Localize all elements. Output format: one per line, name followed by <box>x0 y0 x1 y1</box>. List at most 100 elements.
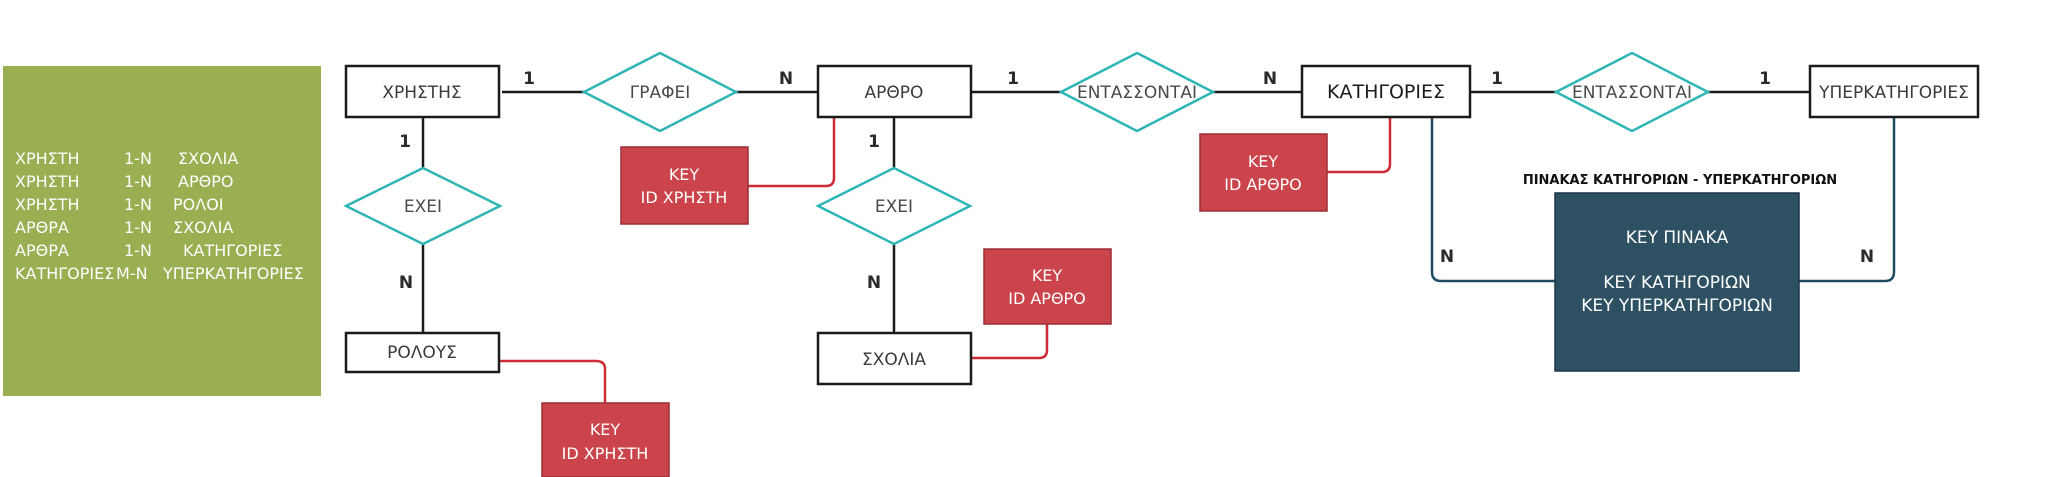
relationships: ΓΡΑΦΕΙ ΕΝΤΑΣΣΟΝΤΑΙ ΕΝΤΑΣΣΟΝΤΑΙ ΕΧΕΙ ΕΧΕΙ <box>343 51 1711 246</box>
legend-row-6-card: M-N <box>116 264 148 283</box>
legend-row-1-left: ΧΡΗΣΤΗ <box>15 149 80 168</box>
entity-supercategories-box <box>1808 64 1980 119</box>
legend-row-1-card: 1-N <box>124 149 152 168</box>
entity-roles[interactable]: ΡΟΛΟΥΣ <box>344 331 501 374</box>
relationship-has-article-label: ΕΧΕΙ <box>875 197 913 217</box>
entity-users[interactable]: ΧΡΗΣΤΗΣ <box>344 64 501 119</box>
cardinality-super-table: N <box>1860 247 1874 267</box>
cardinality-belongs-super: 1 <box>1759 69 1771 89</box>
cardinality-has-roles: N <box>399 273 413 293</box>
key-connector-comments <box>971 324 1049 360</box>
key-connector-roles <box>500 359 607 403</box>
key-box-categories-line1: KEY <box>1248 152 1279 171</box>
legend-row-4-left: ΑΡΘΡΑ <box>15 218 69 237</box>
junction-table[interactable]: ΠΙΝΑΚΑΣ ΚΑΤΗΓΟΡΙΩΝ - ΥΠΕΡΚΑΤΗΓΟΡΙΩΝ KEY … <box>1523 173 1837 372</box>
entity-comments[interactable]: ΣΧΟΛΙΑ <box>816 331 973 386</box>
key-box-roles-line2: ID ΧΡΗΣΤΗ <box>562 444 649 463</box>
legend-row-5-card: 1-N <box>124 241 152 260</box>
entities: ΧΡΗΣΤΗΣ ΑΡΘΡΟ ΚΑΤΗΓΟΡΙΕΣ ΥΠΕΡΚΑΤΗΓΟΡΙΕΣ … <box>344 64 1980 386</box>
entity-roles-box <box>344 331 501 374</box>
entity-article-label: ΑΡΘΡΟ <box>865 83 924 103</box>
relationship-writes-diamond <box>581 51 739 133</box>
legend-row-4-card: 1-N <box>124 218 152 237</box>
junction-table-line1: KEY ΠΙΝΑΚΑ <box>1626 228 1729 248</box>
key-box-categories-rect <box>1199 133 1328 212</box>
key-box-article-rect <box>620 146 749 225</box>
key-box-roles: KEY ID ΧΡΗΣΤΗ <box>541 402 670 477</box>
junction-table-title: ΠΙΝΑΚΑΣ ΚΑΤΗΓΟΡΙΩΝ - ΥΠΕΡΚΑΤΗΓΟΡΙΩΝ <box>1523 173 1837 188</box>
legend-row-3-left: ΧΡΗΣΤΗ <box>15 195 80 214</box>
legend-row-6-right: ΥΠΕΡΚΑΤΗΓΟΡΙΕΣ <box>162 264 304 283</box>
entity-article[interactable]: ΑΡΘΡΟ <box>816 64 973 119</box>
relationship-has-article[interactable]: ΕΧΕΙ <box>815 166 973 246</box>
relationship-belongs-super-diamond <box>1553 51 1711 133</box>
entity-supercategories-label: ΥΠΕΡΚΑΤΗΓΟΡΙΕΣ <box>1818 83 1969 103</box>
relationship-has-users-label: ΕΧΕΙ <box>404 197 442 217</box>
relationship-writes-label: ΓΡΑΦΕΙ <box>630 83 691 103</box>
relationship-has-users[interactable]: ΕΧΕΙ <box>343 166 503 246</box>
key-box-article: KEY ID ΧΡΗΣΤΗ <box>620 146 749 225</box>
connectors <box>421 90 1810 333</box>
cardinality-users-writes: 1 <box>523 69 535 89</box>
cardinalities: 1 N 1 N 1 1 1 N 1 N N N <box>399 69 1874 293</box>
key-box-comments-line1: KEY <box>1032 266 1063 285</box>
entity-roles-label: ΡΟΛΟΥΣ <box>387 343 457 363</box>
relationship-has-users-diamond <box>343 166 503 246</box>
cardinality-categories-table: N <box>1440 247 1454 267</box>
entity-supercategories[interactable]: ΥΠΕΡΚΑΤΗΓΟΡΙΕΣ <box>1808 64 1980 119</box>
key-box-comments-line2: ID ΑΡΘΡΟ <box>1008 289 1086 308</box>
legend-row-2-card: 1-N <box>124 172 152 191</box>
legend-row-4-right: ΣΧΟΛΙΑ <box>173 218 233 237</box>
table-connector-categories <box>1430 117 1555 283</box>
entity-users-label: ΧΡΗΣΤΗΣ <box>382 83 461 103</box>
entity-comments-box <box>816 331 973 386</box>
junction-table-line3: KEY ΥΠΕΡΚΑΤΗΓΟΡΙΩΝ <box>1581 296 1773 316</box>
key-box-roles-line1: KEY <box>590 420 621 439</box>
cardinality-has-comments: N <box>867 273 881 293</box>
key-box-article-line1: KEY <box>669 165 700 184</box>
entity-comments-label: ΣΧΟΛΙΑ <box>862 350 926 370</box>
cardinality-article-belongs: 1 <box>1007 69 1019 89</box>
legend-row-5-left: ΑΡΘΡΑ <box>15 241 69 260</box>
cardinality-users-has: 1 <box>399 132 411 152</box>
legend-row-3-card: 1-N <box>124 195 152 214</box>
relationship-belongs-supercategories[interactable]: ΕΝΤΑΣΣΟΝΤΑΙ <box>1553 51 1711 133</box>
cardinality-writes-article: N <box>779 69 793 89</box>
entity-categories-box <box>1300 64 1472 119</box>
relationship-writes[interactable]: ΓΡΑΦΕΙ <box>581 51 739 133</box>
cardinality-categories-belongs: 1 <box>1491 69 1503 89</box>
key-box-categories: KEY ID ΑΡΘΡΟ <box>1199 133 1328 212</box>
key-box-categories-line2: ID ΑΡΘΡΟ <box>1224 175 1302 194</box>
relationship-belongs-article-label: ΕΝΤΑΣΣΟΝΤΑΙ <box>1077 83 1197 103</box>
legend-row-3-right: ΡΟΛΟΙ <box>173 195 224 214</box>
key-connector-categories <box>1327 117 1392 174</box>
table-connectors <box>1430 117 1896 283</box>
legend-row-1-right: ΣΧΟΛΙΑ <box>178 149 238 168</box>
key-connectors <box>500 117 1392 403</box>
relationship-belongs-article[interactable]: ΕΝΤΑΣΣΟΝΤΑΙ <box>1058 51 1216 133</box>
entity-article-box <box>816 64 973 119</box>
entity-categories-label: ΚΑΤΗΓΟΡΙΕΣ <box>1327 81 1445 103</box>
key-box-comments: KEY ID ΑΡΘΡΟ <box>983 248 1112 325</box>
relationship-belongs-article-diamond <box>1058 51 1216 133</box>
key-box-article-line2: ID ΧΡΗΣΤΗ <box>641 188 728 207</box>
key-box-comments-rect <box>983 248 1112 325</box>
cardinality-article-has: 1 <box>868 132 880 152</box>
key-boxes: KEY ID ΧΡΗΣΤΗ KEY ID ΑΡΘΡΟ KEY ID ΑΡΘΡΟ … <box>541 133 1328 477</box>
entity-categories[interactable]: ΚΑΤΗΓΟΡΙΕΣ <box>1300 64 1472 119</box>
key-box-roles-rect <box>541 402 670 477</box>
legend-background <box>3 66 321 396</box>
legend-row-2-left: ΧΡΗΣΤΗ <box>15 172 80 191</box>
legend-row-5-right: ΚΑΤΗΓΟΡΙΕΣ <box>183 241 282 260</box>
junction-table-line2: KEY ΚΑΤΗΓΟΡΙΩΝ <box>1603 273 1750 293</box>
relationship-belongs-super-label: ΕΝΤΑΣΣΟΝΤΑΙ <box>1572 83 1692 103</box>
key-connector-article <box>748 117 836 188</box>
entity-users-box <box>344 64 501 119</box>
table-connector-supercategories <box>1799 117 1896 283</box>
legend-panel: ΧΡΗΣΤΗ 1-N ΣΧΟΛΙΑ ΧΡΗΣΤΗ 1-N ΑΡΘΡΟ ΧΡΗΣΤ… <box>3 66 321 396</box>
junction-table-box <box>1554 192 1800 372</box>
relationship-has-article-diamond <box>815 166 973 246</box>
legend-row-6-left: ΚΑΤΗΓΟΡΙΕΣ <box>15 264 114 283</box>
legend-row-2-right: ΑΡΘΡΟ <box>178 172 233 191</box>
